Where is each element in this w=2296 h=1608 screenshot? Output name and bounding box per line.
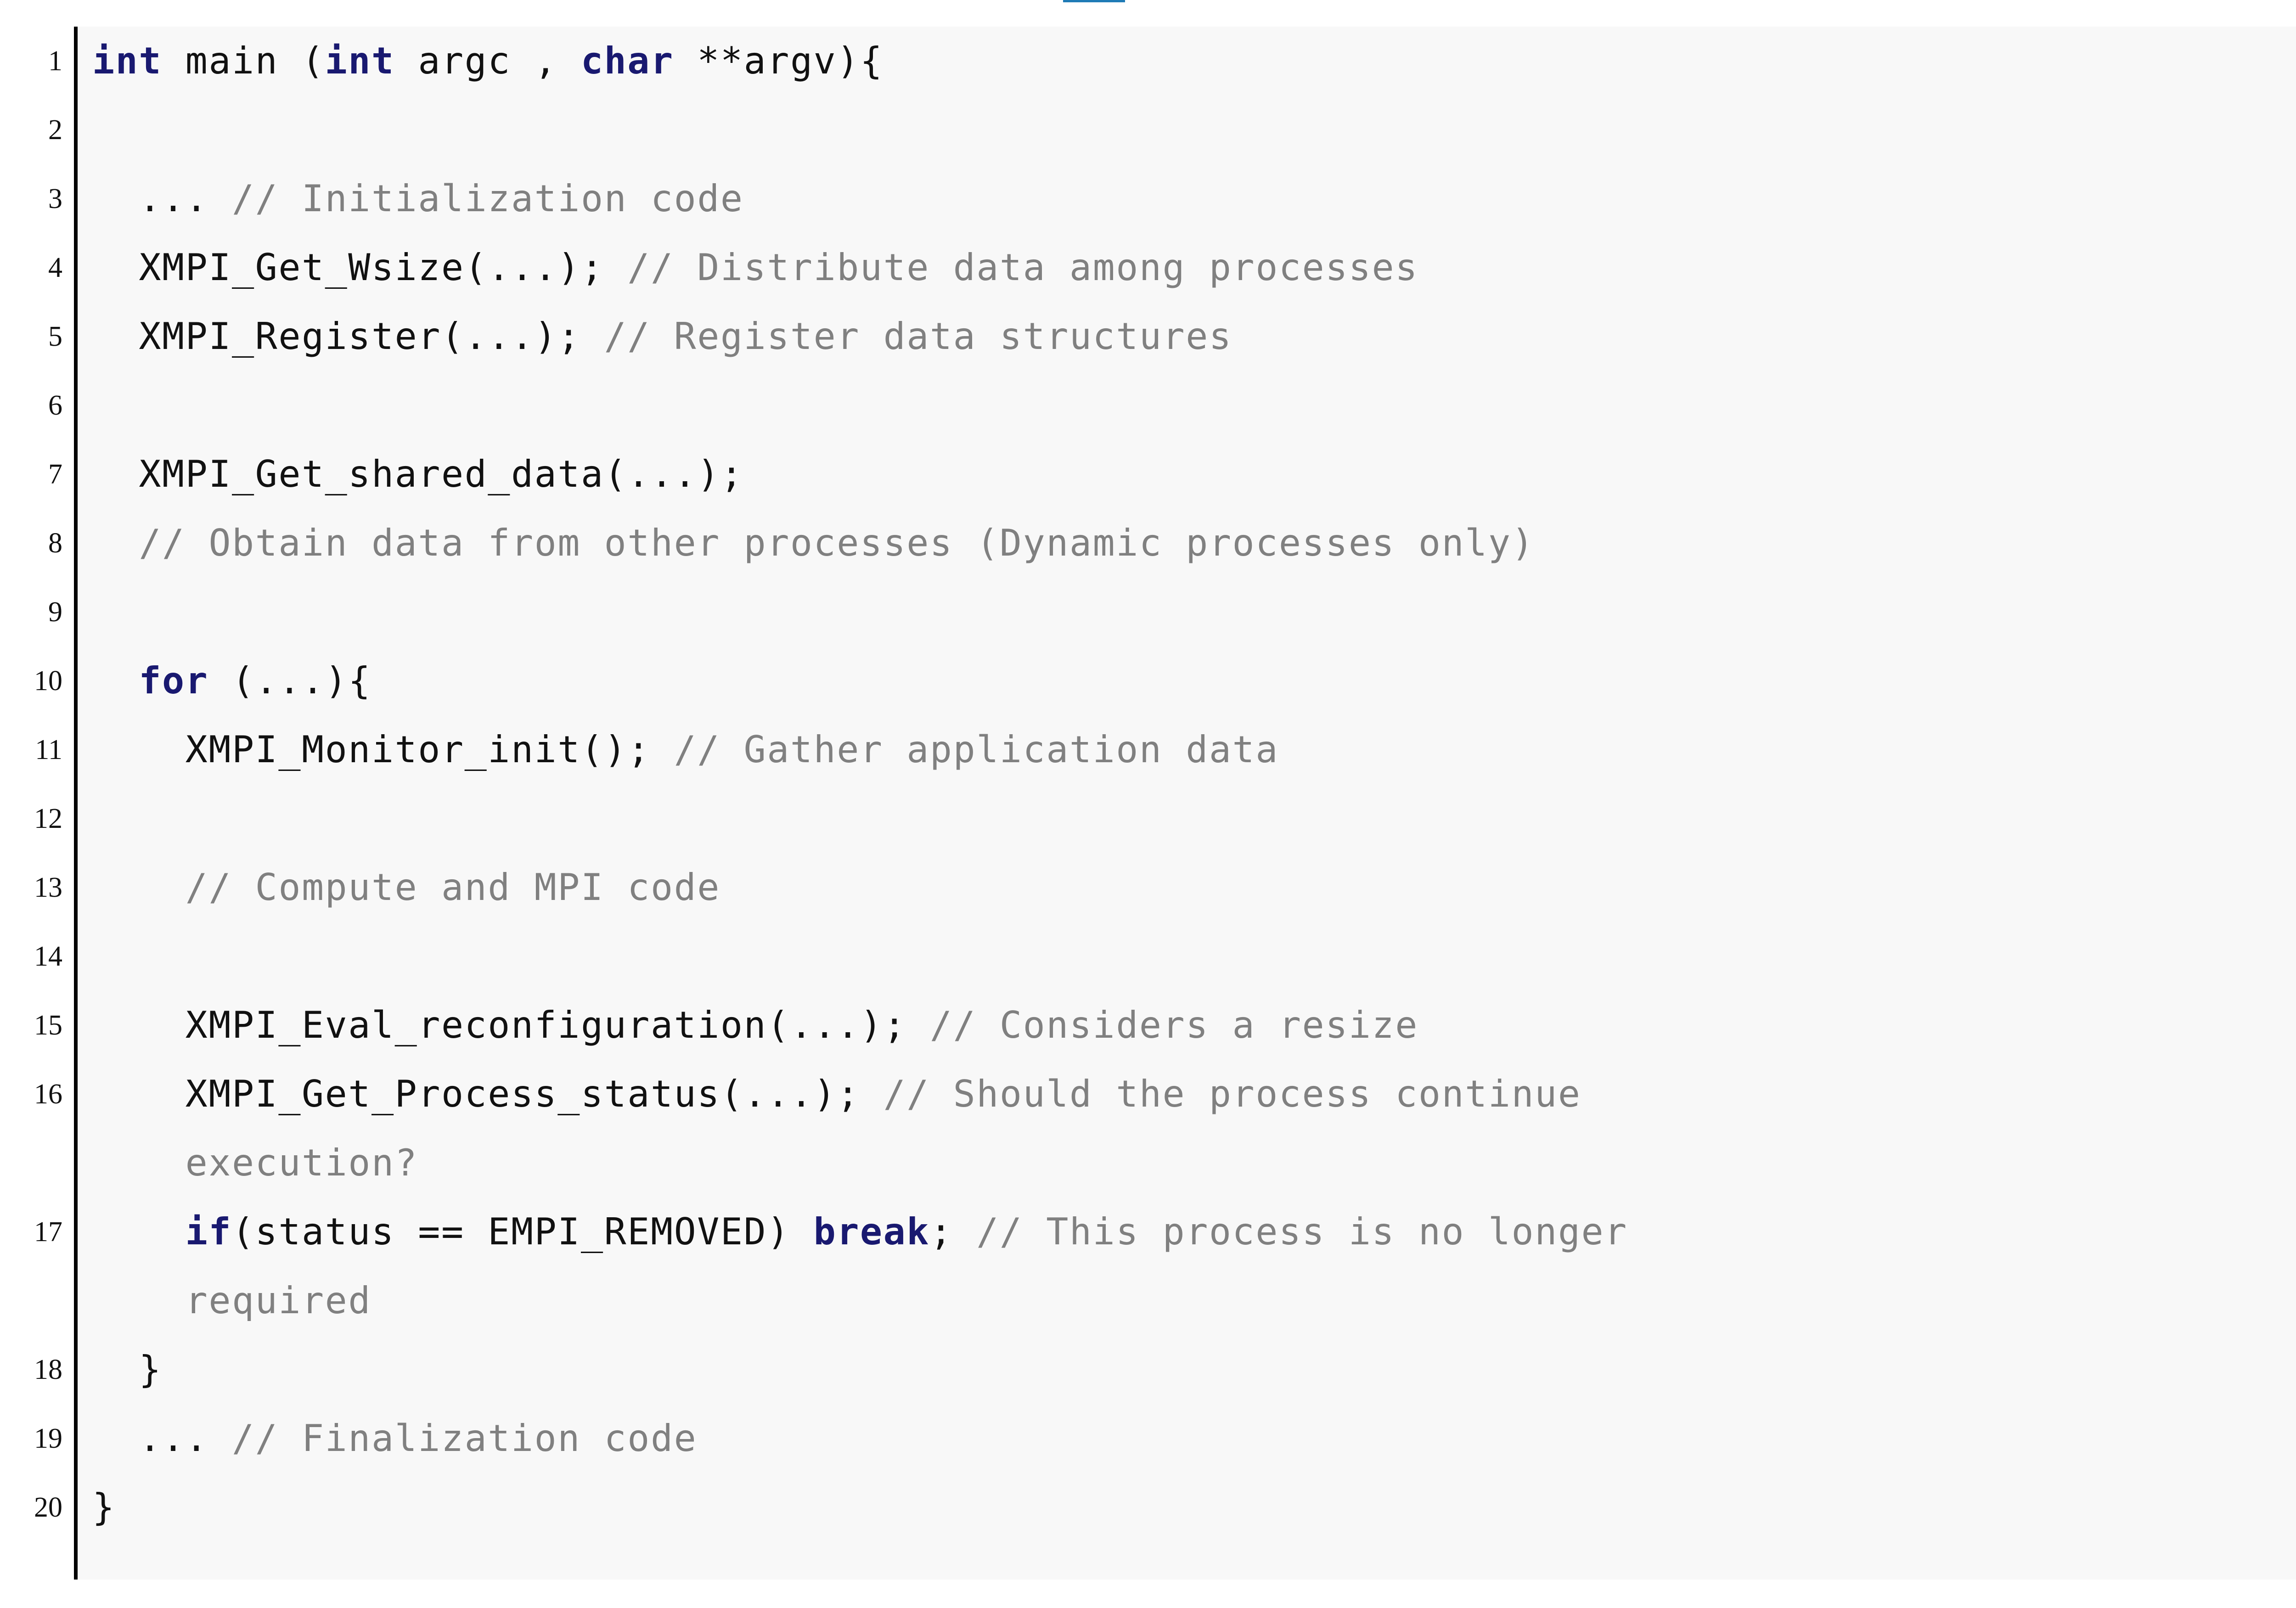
code-text-run: ... [92, 1417, 232, 1460]
code-keyword: if [185, 1210, 232, 1253]
code-comment: // This process is no longer [976, 1210, 1628, 1253]
line-number: 1 [48, 45, 62, 77]
code-text-run: XMPI_Eval_reconfiguration(...); [92, 1004, 930, 1046]
line-number: 13 [34, 872, 62, 903]
code-listing-body: 1 int main (int argc , char **argv){ 2 3 ..… [34, 27, 2296, 1580]
code-line-text: required [78, 1266, 371, 1335]
line-number: 10 [34, 665, 62, 697]
code-line: 19 ... // Finalization code [34, 1404, 2296, 1473]
code-line: 8 // Obtain data from other processes (D… [48, 509, 2296, 578]
code-line-text: XMPI_Get_Process_status(...); // Should … [78, 1060, 1581, 1129]
line-number: 7 [48, 459, 62, 490]
code-text-run: ; [929, 1210, 977, 1253]
code-text-run: **argv){ [674, 39, 884, 82]
code-comment: // Considers a resize [929, 1004, 1418, 1046]
line-number: 16 [34, 1079, 62, 1110]
code-line-text: execution? [78, 1129, 418, 1198]
line-number: 20 [34, 1492, 62, 1523]
code-text-run: XMPI_Get_shared_data(...); [92, 453, 744, 495]
code-line-text: // Compute and MPI code [78, 853, 720, 922]
line-number: 18 [34, 1354, 62, 1385]
code-text-run: } [92, 1486, 116, 1529]
code-line: 1 int main (int argc , char **argv){ [48, 27, 2296, 96]
line-number: 5 [48, 321, 62, 352]
code-keyword: break [813, 1210, 930, 1253]
code-line: 10 for (...){ [34, 647, 2296, 715]
code-line-text: for (...){ [78, 647, 371, 715]
code-text-run: (...){ [208, 659, 371, 702]
code-keyword: int [325, 39, 395, 82]
code-line: 13 // Compute and MPI code [34, 853, 2296, 922]
code-line: 11 XMPI_Monitor_init(); // Gather applic… [35, 715, 2296, 784]
code-line-text: // Obtain data from other processes (Dyn… [78, 509, 1535, 578]
code-line-text: ... // Finalization code [78, 1404, 697, 1473]
code-line-text: XMPI_Monitor_init(); // Gather applicati… [78, 715, 1279, 784]
code-text-run: argc , [394, 39, 581, 82]
code-text-run: ... [92, 177, 232, 220]
code-comment: // Initialization code [231, 177, 744, 220]
line-number: 6 [48, 390, 62, 421]
line-number: 19 [34, 1423, 62, 1454]
code-text-run: (status == EMPI_REMOVED) [231, 1210, 814, 1253]
code-line-text: } [78, 1335, 162, 1404]
code-line: 7 XMPI_Get_shared_data(...); [48, 440, 2296, 509]
code-comment: // Distribute data among processes [627, 246, 1418, 289]
code-line: 20} [34, 1473, 2296, 1542]
code-text-run: XMPI_Monitor_init(); [92, 728, 674, 771]
line-number: 12 [34, 803, 62, 834]
code-line: 14 [34, 922, 2296, 991]
line-number: 15 [34, 1010, 62, 1041]
code-line: 16 XMPI_Get_Process_status(...); // Shou… [34, 1060, 2296, 1129]
code-line: 5 XMPI_Register(...); // Register data s… [48, 302, 2296, 371]
code-keyword: int [92, 39, 162, 82]
code-line: 6 [48, 371, 2296, 440]
code-line-text: ... // Initialization code [78, 164, 744, 233]
code-line-text: XMPI_Register(...); // Register data str… [78, 302, 1232, 371]
code-text-run [92, 1210, 186, 1253]
code-listing: 1 int main (int argc , char **argv){ 2 3 ..… [0, 27, 2296, 1583]
code-text-run: XMPI_Get_Wsize(...); [92, 246, 628, 289]
code-line: 9 [48, 578, 2296, 647]
code-line: 2 [48, 96, 2296, 164]
code-keyword: for [139, 659, 209, 702]
code-text-run: } [92, 1348, 162, 1391]
line-number: 8 [48, 528, 62, 559]
code-line-text: XMPI_Eval_reconfiguration(...); // Consi… [78, 991, 1418, 1060]
code-text-run: main ( [162, 39, 325, 82]
line-number: 17 [34, 1216, 62, 1248]
code-line-continuation: required [78, 1266, 2296, 1335]
code-keyword: char [580, 39, 674, 82]
code-line: 12 [34, 784, 2296, 853]
line-number: 11 [35, 734, 62, 765]
code-line-text: if(status == EMPI_REMOVED) break; // Thi… [78, 1198, 1628, 1266]
line-number: 9 [48, 596, 62, 628]
code-line-text: XMPI_Get_Wsize(...); // Distribute data … [78, 233, 1418, 302]
code-line: 18 } [34, 1335, 2296, 1404]
code-line-text: int main (int argc , char **argv){ [78, 27, 884, 96]
line-number: 2 [48, 114, 62, 146]
code-line: 15 XMPI_Eval_reconfiguration(...); // Co… [34, 991, 2296, 1060]
code-line: 17 if(status == EMPI_REMOVED) break; // … [34, 1198, 2296, 1266]
code-comment: // Should the process continue [883, 1073, 1581, 1115]
code-comment: execution? [92, 1141, 418, 1184]
line-number: 3 [48, 183, 62, 214]
code-comment: // Register data structures [604, 315, 1232, 358]
link-underline-fragment [1063, 0, 1125, 2]
line-number: 4 [48, 252, 62, 283]
code-comment: // Finalization code [231, 1417, 698, 1460]
code-line-continuation: execution? [78, 1129, 2296, 1198]
code-comment: // Gather application data [674, 728, 1279, 771]
code-comment: required [92, 1279, 371, 1322]
code-line: 4 XMPI_Get_Wsize(...); // Distribute dat… [48, 233, 2296, 302]
code-comment: // Compute and MPI code [92, 866, 720, 909]
code-text-run: XMPI_Register(...); [92, 315, 604, 358]
code-line-text: } [78, 1473, 116, 1542]
line-number: 14 [34, 941, 62, 972]
code-text-run: XMPI_Get_Process_status(...); [92, 1073, 884, 1115]
code-text-run [92, 659, 139, 702]
code-comment: // Obtain data from other processes (Dyn… [92, 522, 1535, 564]
code-line: 3 ... // Initialization code [48, 164, 2296, 233]
code-line-text: XMPI_Get_shared_data(...); [78, 440, 744, 509]
